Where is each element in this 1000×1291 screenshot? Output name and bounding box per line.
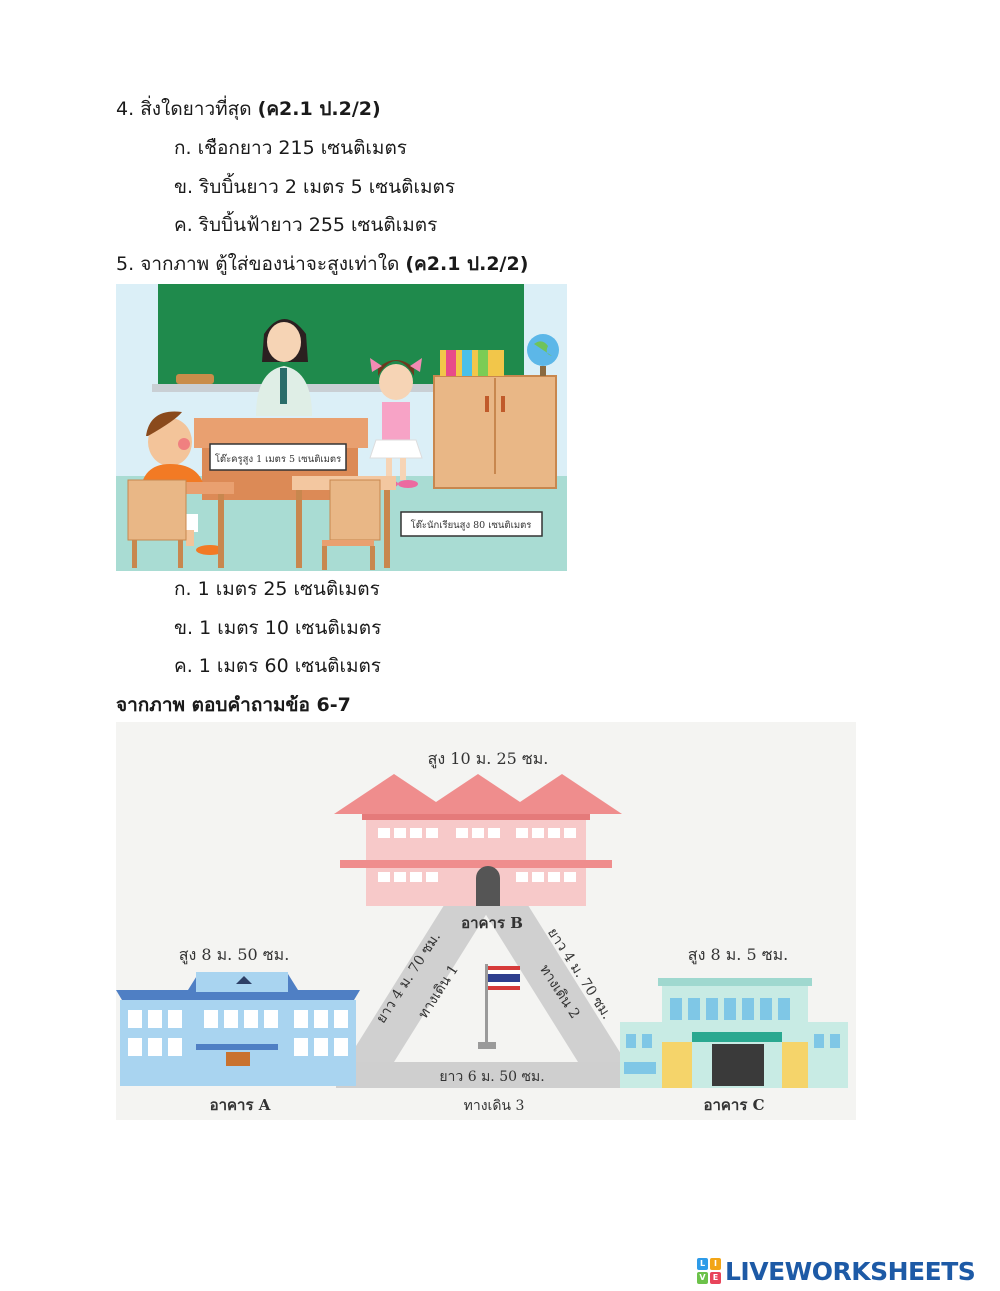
question-5-text: จากภาพ ตู้ใส่ของน่าจะสูงเท่าใด [140,253,400,275]
walkway-1 [336,902,494,1078]
question-5-number: 5. [116,253,135,275]
thai-flag [478,964,520,1049]
q5-option-b: ข. 1 เมตร 10 เซนติเมตร [174,617,382,639]
liveworksheets-mark-icon: L I V E [697,1258,721,1284]
teacher-figure [256,319,312,416]
question-4-text: สิ่งใดยาวที่สุด [140,98,252,120]
building-b-label: อาคาร B [461,914,523,932]
logo-letter-l: L [697,1258,708,1270]
q5-option-a: ก. 1 เมตร 25 เซนติเมตร [174,578,380,600]
classroom-illustration: โต๊ะครูสูง 1 เมตร 5 เซนติเมตร โต๊ะนักเรี… [116,284,567,571]
building-a-label: อาคาร A [210,1096,271,1114]
height-b-label: สูง 10 ม. 25 ซม. [428,749,549,769]
question-5: 5. จากภาพ ตู้ใส่ของน่าจะสูงเท่าใด (ค2.1 … [116,252,528,276]
q4-option-b: ข. ริบบิ้นยาว 2 เมตร 5 เซนติเมตร [174,176,456,198]
path-3-length-label: ยาว 6 ม. 50 ซม. [439,1069,544,1085]
chair-right [329,479,381,541]
teacher-desk [194,418,368,448]
logo-letter-i: I [710,1258,721,1270]
building-b [334,774,622,906]
logo-letter-e: E [710,1272,721,1284]
eraser [176,374,214,384]
height-a-label: สูง 8 ม. 50 ซม. [179,945,290,965]
liveworksheets-wordmark: LIVEWORKSHEETS [725,1256,976,1286]
student-desk-label: โต๊ะนักเรียนสูง 80 เซนติเมตร [411,519,532,531]
section-heading-6-7: จากภาพ ตอบคำถามข้อ 6-7 [116,693,351,717]
q4-option-c: ค. ริบบิ้นฟ้ายาว 255 เซนติเมตร [174,214,438,236]
question-4-code: (ค2.1 ป.2/2) [257,98,381,120]
liveworksheets-logo: L I V E LIVEWORKSHEETS [697,1256,976,1286]
q4-option-a: ก. เชือกยาว 215 เซนติเมตร [174,137,407,159]
logo-letter-v: V [697,1272,708,1284]
question-4-number: 4. [116,98,135,120]
question-4: 4. สิ่งใดยาวที่สุด (ค2.1 ป.2/2) [116,97,381,121]
height-c-label: สูง 8 ม. 5 ซม. [688,945,788,965]
q5-option-c: ค. 1 เมตร 60 เซนติเมตร [174,655,382,677]
path-3-name-label: ทางเดิน 3 [464,1098,525,1114]
campus-illustration: สูง 10 ม. 25 ซม. อาคาร B สูง 8 ม. 50 ซม.… [116,722,856,1120]
walkway-2 [478,902,636,1078]
teacher-desk-label: โต๊ะครูสูง 1 เมตร 5 เซนติเมตร [215,453,341,465]
building-a [116,972,360,1086]
question-5-code: (ค2.1 ป.2/2) [405,253,529,275]
section-heading-text: จากภาพ ตอบคำถามข้อ 6-7 [116,694,351,716]
chair-left [127,479,187,541]
walkway-3 [336,1062,636,1088]
building-c [620,978,848,1088]
building-c-label: อาคาร C [703,1096,764,1114]
